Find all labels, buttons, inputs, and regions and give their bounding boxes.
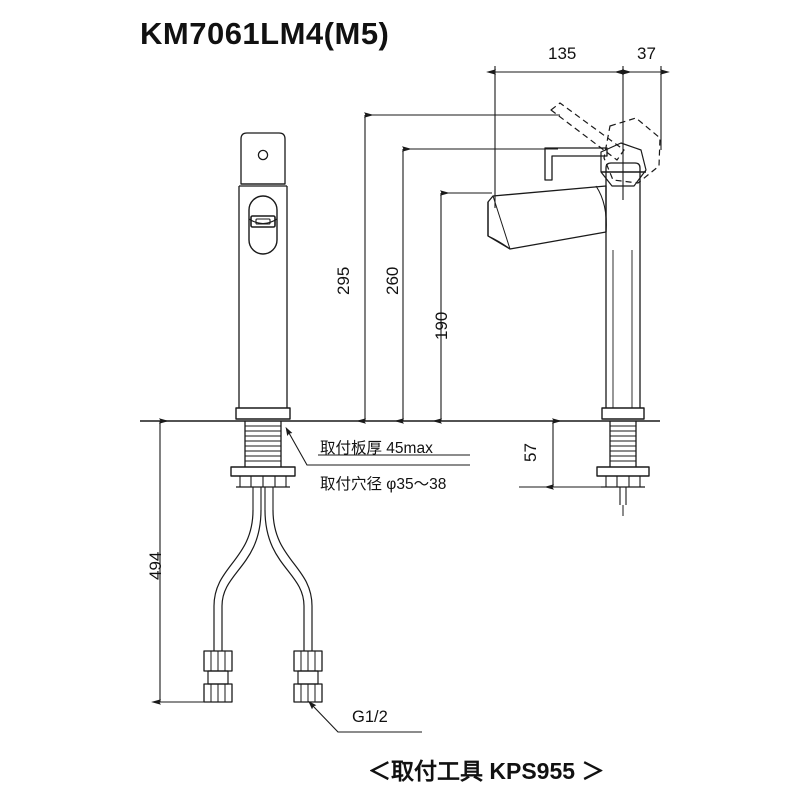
dimension-label-spout-height: 190 <box>432 311 451 340</box>
hose-fitting-left <box>203 650 233 703</box>
dimension-label-overall-with-hoses: 494 <box>146 551 165 580</box>
note-mounting-hole-diameter: 取付穴径 φ35〜38 <box>320 476 447 493</box>
dimension-horizontal-group <box>486 66 670 208</box>
supply-hoses <box>203 487 323 703</box>
page-title: KM7061LM4(M5) <box>140 16 390 51</box>
dimension-label-overall-height: 295 <box>334 266 353 295</box>
mounting-tool-note: ＜取付工具 KPS955 ＞ <box>368 758 605 784</box>
dimension-label-handle-top-height: 260 <box>383 266 402 295</box>
note-leader-lines <box>285 426 470 733</box>
dimension-overall-height <box>151 418 204 705</box>
dimension-label-spout-reach: 135 <box>548 44 577 63</box>
dimension-label-below-deck: 57 <box>521 443 540 462</box>
dimension-vertical-group <box>356 112 560 424</box>
front-view-faucet <box>230 132 296 488</box>
thread-size-label: G1/2 <box>352 708 388 726</box>
dimension-below-deck <box>519 418 601 490</box>
note-mounting-plate-thickness: 取付板厚 45max <box>320 440 433 457</box>
side-view-faucet <box>487 102 661 516</box>
dimension-label-handle-offset: 37 <box>637 44 656 63</box>
hose-fitting-right <box>293 650 323 703</box>
